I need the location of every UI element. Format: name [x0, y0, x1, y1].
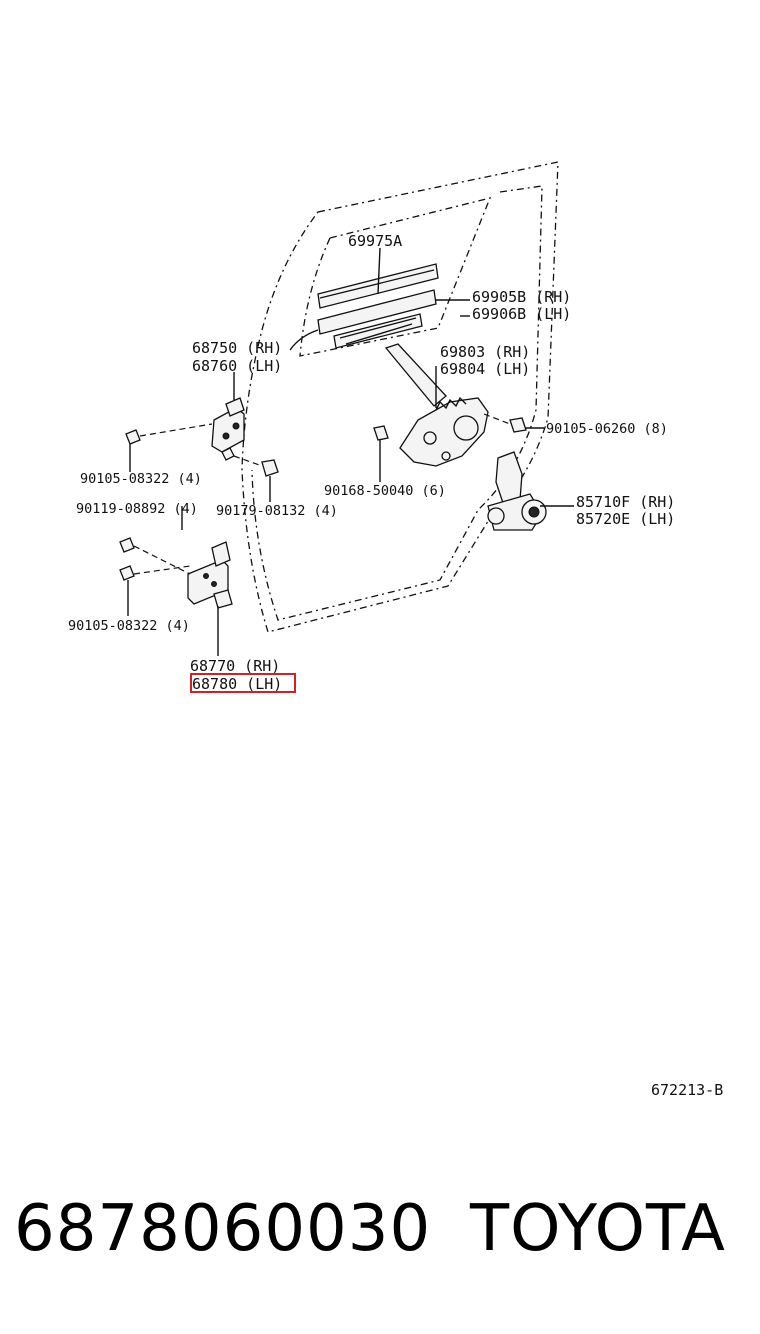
part-number: 6878060030	[14, 1192, 432, 1266]
nut-icon	[233, 455, 279, 477]
label-nut-08132: 90179-08132 (4)	[216, 503, 338, 519]
bolt-icon	[119, 537, 191, 575]
label-bolt-08322-bottom: 90105-08322 (4)	[68, 618, 190, 634]
diagram-reference-code: 672213-B	[651, 1081, 724, 1099]
window-channel-part	[317, 289, 437, 349]
leader-lines	[127, 247, 574, 656]
label-lower-hinge-lh: 68780 (LH)	[192, 675, 282, 693]
regulator-motor-part	[487, 451, 547, 531]
bolt-icon	[125, 423, 213, 445]
label-bolt-08892: 90119-08892 (4)	[76, 501, 198, 517]
label-upper-hinge-lh: 68760 (LH)	[192, 357, 282, 375]
brand-name: TOYOTA	[470, 1192, 726, 1266]
label-channel-rh: 69905B (RH)	[472, 288, 571, 306]
label-lower-hinge-rh: 68770 (RH)	[190, 657, 280, 675]
window-regulator-part	[384, 343, 489, 467]
highlight-box	[190, 673, 296, 693]
label-regulator-lh: 69804 (LH)	[440, 360, 530, 378]
bolt-icon	[119, 565, 191, 581]
label-channel-lh: 69906B (LH)	[472, 305, 571, 323]
label-glass-run: 69975A	[348, 232, 402, 250]
label-bolt-06260: 90105-06260 (8)	[546, 421, 668, 437]
bolt-icon	[483, 413, 527, 433]
door-outline	[241, 161, 559, 633]
label-upper-hinge-rh: 68750 (RH)	[192, 339, 282, 357]
label-bolt-08322-top: 90105-08322 (4)	[80, 471, 202, 487]
bolt-icon	[373, 425, 389, 441]
lower-hinge-part	[187, 541, 233, 609]
upper-hinge-part	[211, 397, 245, 461]
label-motor-lh: 85720E (LH)	[576, 510, 675, 528]
label-bolt-50040: 90168-50040 (6)	[324, 483, 446, 499]
label-regulator-rh: 69803 (RH)	[440, 343, 530, 361]
label-motor-rh: 85710F (RH)	[576, 493, 675, 511]
